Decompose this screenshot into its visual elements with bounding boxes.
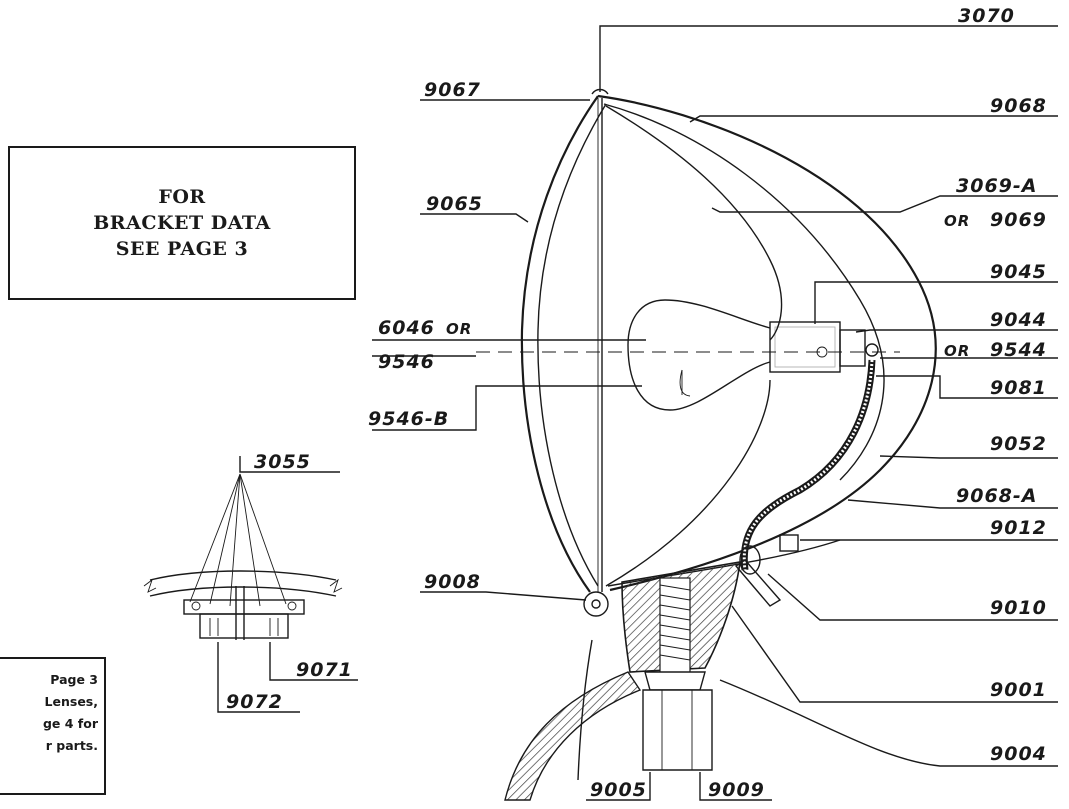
- label-9012: 9012: [990, 517, 1047, 539]
- label-9065: 9065: [426, 193, 483, 215]
- bracket-arm: [504, 639, 642, 801]
- pivot-screw: [583, 591, 609, 617]
- bracket-data-note: FOR BRACKET DATA SEE PAGE 3: [8, 146, 356, 300]
- bracket-note-line-3: SEE PAGE 3: [115, 238, 249, 260]
- bracket-note-line-1: FOR: [158, 186, 206, 208]
- label-3069-a: 3069-A: [956, 175, 1037, 197]
- page-reference-note: Page 3 Lenses, ge 4 for r parts.: [0, 657, 106, 795]
- label-or-2: OR: [446, 320, 472, 338]
- page-note-line-1: Page 3: [50, 672, 98, 687]
- label-9071: 9071: [296, 659, 353, 681]
- label-9544: 9544: [990, 339, 1047, 361]
- page-note-line-4: r parts.: [45, 738, 98, 753]
- flexible-cable: [740, 359, 876, 571]
- page-note-line-2: Lenses,: [44, 694, 98, 709]
- label-9081: 9081: [990, 377, 1047, 399]
- part-labels: 3070 9067 9068 9065 3069-A OR 9069 9045 …: [226, 5, 1047, 801]
- label-or-3: OR: [944, 342, 970, 360]
- label-9069: 9069: [990, 209, 1047, 231]
- label-9044: 9044: [990, 309, 1047, 331]
- label-9546: 9546: [378, 351, 435, 373]
- label-3055: 3055: [254, 451, 311, 473]
- detail-view-3055: [143, 570, 343, 640]
- label-9072: 9072: [226, 691, 283, 713]
- lamp-housing: [520, 88, 937, 593]
- label-6046: 6046: [378, 317, 435, 339]
- bulb: [627, 299, 879, 411]
- page-note-line-3: ge 4 for: [42, 716, 98, 731]
- mount-base: [621, 561, 741, 771]
- label-9546-b: 9546-B: [368, 408, 449, 430]
- label-9068: 9068: [990, 95, 1047, 117]
- label-9068-a: 9068-A: [956, 485, 1037, 507]
- label-or-1: OR: [944, 212, 970, 230]
- label-3070: 3070: [958, 5, 1015, 27]
- label-9052: 9052: [990, 433, 1047, 455]
- label-9067: 9067: [424, 79, 481, 101]
- label-9010: 9010: [990, 597, 1047, 619]
- label-9008: 9008: [424, 571, 481, 593]
- label-9005: 9005: [590, 779, 647, 801]
- bracket-note-line-2: BRACKET DATA: [93, 212, 271, 234]
- label-9001: 9001: [990, 679, 1047, 701]
- label-9045: 9045: [990, 261, 1047, 283]
- label-9004: 9004: [990, 743, 1047, 765]
- leader-lines: [189, 25, 1058, 801]
- label-9009: 9009: [708, 779, 765, 801]
